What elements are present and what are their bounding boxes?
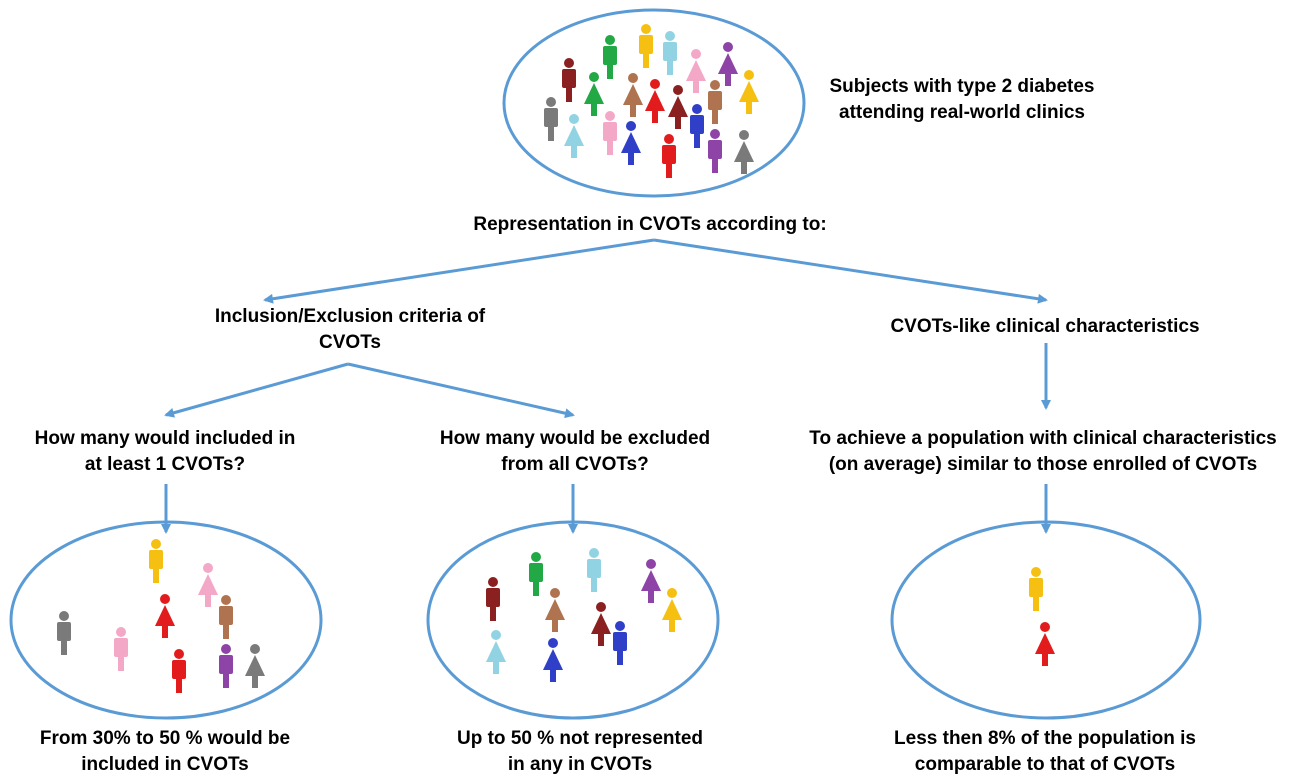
male-person-icon — [57, 611, 71, 655]
male-person-icon — [708, 80, 722, 124]
female-person-icon — [591, 602, 611, 646]
female-person-icon — [584, 72, 604, 116]
female-person-icon — [1035, 622, 1055, 666]
male-person-icon — [603, 35, 617, 79]
female-person-icon — [198, 563, 218, 607]
included-result: From 30% to 50 % would be included in CV… — [20, 726, 310, 778]
inclusion-label-line-1: Inclusion/Exclusion criteria of — [214, 306, 486, 327]
female-person-icon — [641, 559, 661, 603]
excluded-result: Up to 50 % not represented in any in CVO… — [435, 726, 725, 778]
male-person-icon — [486, 577, 500, 621]
arrow-to-inclusion — [263, 238, 655, 304]
female-person-icon — [621, 121, 641, 165]
female-person-icon — [155, 594, 175, 638]
female-person-icon — [645, 79, 665, 123]
female-person-icon — [686, 49, 706, 93]
male-person-icon — [613, 621, 627, 665]
female-person-icon — [564, 114, 584, 158]
representation-heading: Representation in CVOTs according to: — [450, 212, 850, 238]
male-person-icon — [562, 58, 576, 102]
inclusion-label-line-2: CVOTs — [319, 332, 381, 353]
arrow-to-excluded-question — [347, 362, 575, 419]
arrow-to-clinical — [653, 238, 1048, 304]
included-question-line-1: How many would included in — [34, 428, 296, 449]
representation-heading-text: Representation in CVOTs according to: — [473, 214, 827, 235]
male-person-icon — [149, 539, 163, 583]
arrow-to-included-question — [164, 362, 349, 418]
female-person-icon — [245, 644, 265, 688]
excluded-question: How many would be excluded from all CVOT… — [420, 426, 730, 478]
achieve-question-line-2: (on average) similar to those enrolled o… — [828, 454, 1258, 475]
inclusion-exclusion-criteria-label: Inclusion/Exclusion criteria of CVOTs — [200, 304, 500, 356]
excluded-result-line-1: Up to 50 % not represented — [457, 728, 703, 749]
included-question: How many would included in at least 1 CV… — [15, 426, 315, 478]
female-person-icon — [718, 42, 738, 86]
female-person-icon — [543, 638, 563, 682]
included-result-line-2: included in CVOTs — [81, 754, 249, 775]
male-person-icon — [662, 134, 676, 178]
achieve-question-line-1: To achieve a population with clinical ch… — [809, 428, 1277, 449]
male-person-icon — [639, 24, 653, 68]
male-person-icon — [219, 644, 233, 688]
included-result-line-1: From 30% to 50 % would be — [39, 728, 291, 749]
population-label-line-2: attending real-world clinics — [839, 102, 1085, 123]
female-person-icon — [623, 73, 643, 117]
male-person-icon — [663, 31, 677, 75]
male-person-icon — [529, 552, 543, 596]
female-person-icon — [545, 588, 565, 632]
female-person-icon — [486, 630, 506, 674]
achieve-population-question: To achieve a population with clinical ch… — [790, 426, 1296, 478]
population-label-line-1: Subjects with type 2 diabetes — [829, 76, 1095, 97]
comparable-result-line-1: Less then 8% of the population is — [894, 728, 1196, 749]
female-person-icon — [739, 70, 759, 114]
excluded-question-line-2: from all CVOTs? — [501, 454, 649, 475]
male-person-icon — [172, 649, 186, 693]
comparable-result-line-2: comparable to that of CVOTs — [914, 754, 1176, 775]
excluded-question-line-1: How many would be excluded — [439, 428, 711, 449]
male-person-icon — [690, 104, 704, 148]
population-label: Subjects with type 2 diabetes attending … — [812, 74, 1112, 126]
included-question-line-2: at least 1 CVOTs? — [84, 454, 246, 475]
male-person-icon — [603, 111, 617, 155]
male-person-icon — [219, 595, 233, 639]
clinical-label-line-1: CVOTs-like clinical characteristics — [890, 316, 1200, 337]
male-person-icon — [114, 627, 128, 671]
comparable-result: Less then 8% of the population is compar… — [880, 726, 1210, 778]
male-person-icon — [708, 129, 722, 173]
male-person-icon — [587, 548, 601, 592]
comparable-ellipse — [890, 520, 1202, 720]
female-person-icon — [734, 130, 754, 174]
female-person-icon — [668, 85, 688, 129]
clinical-characteristics-label: CVOTs-like clinical characteristics — [880, 314, 1210, 340]
male-person-icon — [544, 97, 558, 141]
male-person-icon — [1029, 567, 1043, 611]
excluded-result-line-2: in any in CVOTs — [507, 754, 653, 775]
female-person-icon — [662, 588, 682, 632]
